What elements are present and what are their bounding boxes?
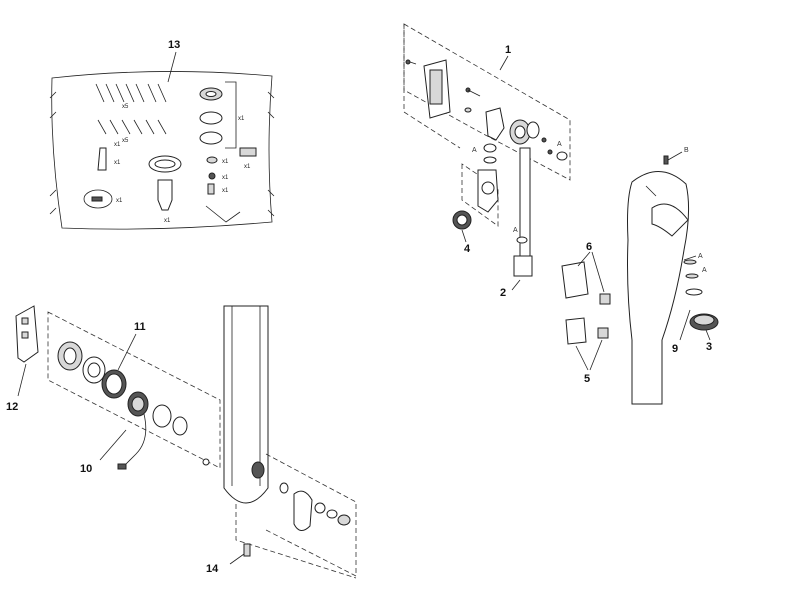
callout-5: 5 xyxy=(584,373,590,385)
washer-2 xyxy=(199,111,223,125)
grub-screw-b xyxy=(663,155,669,165)
small-bracket xyxy=(97,147,107,171)
qty-clip: x1 xyxy=(244,164,251,170)
valve-assembly: 1 A A 4 A 2 xyxy=(403,23,571,299)
hex-key xyxy=(205,205,241,223)
sensor-cable xyxy=(123,413,147,467)
qty-label: x1 xyxy=(116,198,123,204)
valve-insert xyxy=(157,179,173,211)
callout-9: 9 xyxy=(672,343,678,355)
wall-bracket-assembly: 12 11 10 xyxy=(6,305,221,475)
battery-pack xyxy=(561,261,589,299)
callout-1: 1 xyxy=(505,44,511,56)
shower-column-lower: 14 xyxy=(202,305,357,579)
o-ring xyxy=(172,416,188,436)
qty-part-b: x1 xyxy=(114,142,121,148)
label-oval xyxy=(83,189,113,209)
callout-11: 11 xyxy=(134,321,146,333)
qty-valve-insert: x1 xyxy=(164,218,171,224)
elbow-fitting xyxy=(485,107,505,141)
qty-screws-2: x5 xyxy=(122,138,129,144)
screw-14 xyxy=(243,543,251,557)
qty-washers: x1 xyxy=(238,116,245,122)
washer-3 xyxy=(199,131,223,145)
sublabel-a-5: A xyxy=(702,267,707,274)
callout-4: 4 xyxy=(464,243,471,255)
grommet xyxy=(208,172,216,180)
sublabel-b: B xyxy=(684,147,689,154)
screw-set-long xyxy=(95,83,167,103)
spacer xyxy=(207,183,215,195)
small-seal xyxy=(206,156,218,164)
clip xyxy=(239,147,257,157)
sublabel-a-3: A xyxy=(513,227,518,234)
shower-column-top: B A A 3 9 6 5 xyxy=(561,147,719,405)
callout-12: 12 xyxy=(6,401,18,413)
screw-set-short xyxy=(97,119,167,135)
callout-13: 13 xyxy=(168,39,180,51)
control-module xyxy=(565,317,587,345)
sublabel-a-1: A xyxy=(557,141,562,148)
fixing-kit-bag: 13 x5 x5 x1 x1 x1 x1 x1 xyxy=(49,39,275,230)
qty-bracket: x1 xyxy=(114,160,121,166)
callout-3: 3 xyxy=(706,341,712,353)
spout-cover xyxy=(293,490,313,531)
column-lower-body xyxy=(223,305,269,504)
qty-screws-1: x5 xyxy=(122,104,129,110)
qty-seal: x1 xyxy=(222,159,229,165)
callout-6: 6 xyxy=(586,241,592,253)
callout-10: 10 xyxy=(80,463,92,475)
qty-grommet: x1 xyxy=(222,175,229,181)
hose-nut xyxy=(513,255,533,277)
sublabel-a-4: A xyxy=(698,253,703,260)
qty-spacer: x1 xyxy=(222,188,229,194)
sublabel-a-2: A xyxy=(472,147,477,154)
callout-2: 2 xyxy=(500,287,506,299)
callout-14: 14 xyxy=(206,563,219,575)
